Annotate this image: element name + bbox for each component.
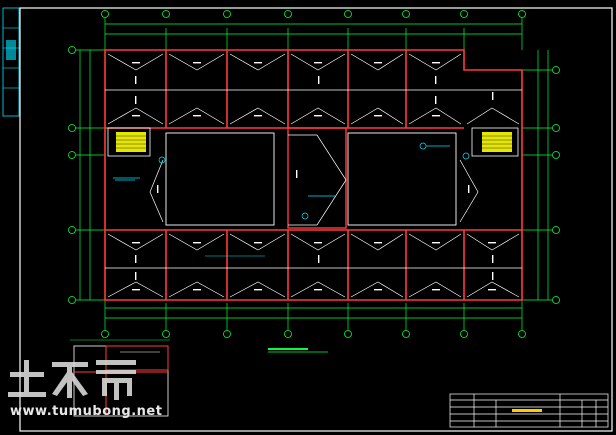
drain-outlets bbox=[113, 142, 470, 220]
top-roof-slopes bbox=[105, 53, 522, 125]
stairwell-right bbox=[471, 127, 519, 157]
sheet-border bbox=[19, 7, 613, 432]
building-walls bbox=[104, 49, 523, 301]
courtyards bbox=[149, 127, 479, 229]
top-dimensions bbox=[104, 18, 523, 50]
drawing-label bbox=[205, 255, 328, 353]
bottom-roof-slopes bbox=[105, 233, 522, 298]
left-dimensions bbox=[76, 49, 105, 301]
axis-markers bbox=[68, 10, 560, 338]
drainage-arrows bbox=[132, 62, 496, 291]
title-block bbox=[449, 393, 609, 428]
bottom-dimensions bbox=[104, 300, 523, 330]
stairwell-left bbox=[107, 127, 151, 157]
binding-strip bbox=[2, 7, 20, 117]
site-logo bbox=[8, 360, 136, 400]
right-dimensions bbox=[522, 50, 552, 301]
watermark-url: www.tumubong.net bbox=[10, 404, 163, 419]
